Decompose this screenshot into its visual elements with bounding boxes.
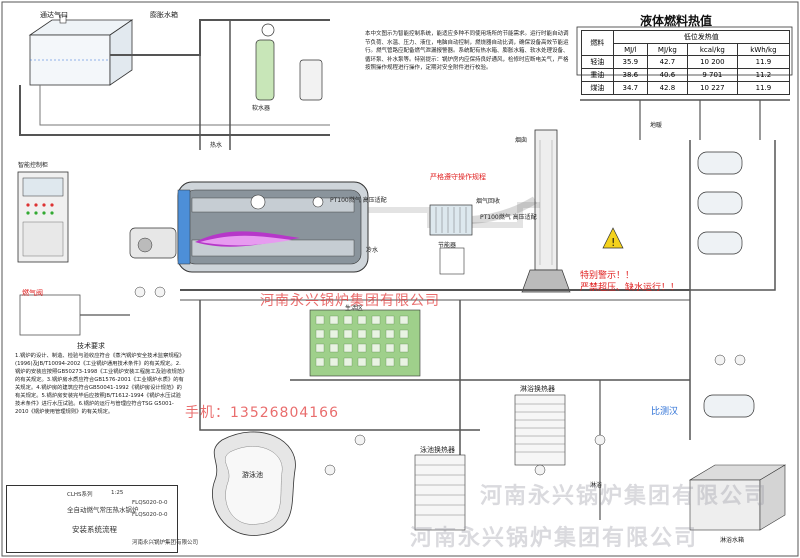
cold-water-label: 冷水: [366, 247, 379, 254]
table-cell: 10 200: [686, 55, 738, 69]
fuel-heat-table: 燃料 低位发热值 MJ/l MJ/kg kcal/kg kWh/kg 轻油 35…: [581, 30, 791, 95]
unit-header: kWh/kg: [736, 43, 791, 56]
water-tank-label: 淋浴水箱: [720, 537, 745, 544]
living-building: [309, 309, 421, 377]
gas-valve-station: [19, 294, 81, 336]
title-block: CLHS系列 1:25 FLQS020-0-0 FLQS020-0-0 全自动燃…: [6, 485, 198, 553]
system-notes: 本中文图示为智能控制系统，能适应多种不同使用场所的节能需求。运行时能自动调节负荷…: [365, 31, 569, 72]
table-row: 重油 38.6 40.6 9 701 11.2: [581, 68, 791, 82]
fuel-table-title: 液体燃料热值: [640, 14, 713, 28]
table-cell: 34.7: [612, 81, 648, 95]
table-cell: 9 701: [686, 68, 738, 82]
table-cell: 轻油: [581, 55, 614, 69]
company-watermark: 河南永兴锅炉集团有限公司: [260, 293, 440, 309]
warning-sign: !: [602, 227, 624, 249]
table-cell: 35.9: [612, 55, 648, 69]
warning-title: 特别警示！！: [580, 271, 635, 281]
title-code-1: FLQS020-0-0: [132, 500, 168, 506]
bath-label: 淋浴: [590, 482, 603, 489]
economizer: [429, 204, 473, 236]
bottom-watermark-1: 河南永兴锅炉集团有限公司: [480, 484, 769, 509]
gas-duct-label: 烟气回收: [476, 198, 501, 205]
table-cell: 40.6: [646, 68, 688, 82]
expansion-tank-label: 膨胀水箱: [150, 11, 178, 19]
hot-water-tanks: [697, 151, 755, 418]
heat-supply-label-2: PT100燃气 高压适配: [480, 214, 537, 221]
bath-heat-exchanger: [514, 394, 566, 466]
chimney-label: 烟囱: [515, 137, 528, 144]
requirements-text: 1.锅炉的设计、制造、检验与验收应符合《蒸汽锅炉安全技术监察规程》(1996)及…: [15, 353, 185, 415]
table-cell: 10 227: [686, 81, 738, 95]
strict-operation-label: 严格遵守操作规程: [430, 173, 486, 181]
boiler: [177, 181, 369, 273]
unit-header: MJ/l: [612, 43, 648, 56]
control-cabinet-label: 智能控制柜: [18, 162, 49, 169]
table-row: 煤油 34.7 42.8 10 227 11.9: [581, 81, 791, 95]
fuel-header-group: 低位发热值: [612, 30, 791, 44]
bath-exchanger-label: 淋浴换热器: [520, 385, 555, 393]
table-cell: 11.9: [736, 55, 791, 69]
table-row: 轻油 35.9 42.7 10 200 11.9: [581, 55, 791, 69]
floor-heating-label: 地暖: [650, 122, 663, 129]
title-series: CLHS系列: [67, 492, 93, 498]
compare-label: 比测汉: [651, 407, 679, 417]
gas-valve-label: 燃气阀: [22, 289, 43, 297]
requirements-title: 技术要求: [77, 342, 105, 350]
table-cell: 11.9: [736, 81, 791, 95]
table-cell: 38.6: [612, 68, 648, 82]
phone-watermark: 手机：13526804166: [185, 405, 339, 421]
pool-exchanger-label: 泳池换热器: [420, 446, 455, 454]
title-drawing-name: 安装系统流程: [72, 525, 117, 534]
burner: [129, 227, 177, 259]
pool-heat-exchanger: [414, 454, 466, 531]
warning-text: 严禁超压、缺水运行！！: [580, 283, 680, 293]
table-cell: 重油: [581, 68, 614, 82]
fuel-header: 燃料: [581, 30, 614, 56]
unit-header: kcal/kg: [686, 43, 738, 56]
title-scale: 1:25: [111, 490, 124, 496]
water-softener: [255, 23, 323, 101]
table-cell: 42.7: [646, 55, 688, 69]
table-cell: 11.2: [736, 68, 791, 82]
swimming-pool: [212, 431, 296, 536]
title-code-2: FLQS020-0-0: [132, 512, 168, 518]
svg-text:!: !: [611, 236, 615, 249]
title-project: 全自动燃气常压热水锅炉: [67, 506, 139, 514]
bottom-watermark-2: 河南永兴锅炉集团有限公司: [410, 526, 699, 551]
table-cell: 煤油: [581, 81, 614, 95]
control-cabinet: [17, 171, 69, 263]
title-company: 河南永兴锅炉集团有限公司: [132, 540, 199, 546]
heat-supply-label-1: PT100燃气 高压适配: [330, 197, 387, 204]
expansion-tank: [28, 14, 134, 86]
unit-header: MJ/kg: [646, 43, 688, 56]
water-treatment-label: 软水器: [252, 105, 271, 112]
vent-label: 通达气口: [40, 11, 68, 19]
living-area-label: 生活区: [345, 305, 364, 312]
energy-saver-label: 节能器: [438, 242, 457, 249]
hot-water-label: 热水: [210, 142, 223, 149]
bath-water-tank: [688, 464, 787, 531]
chimney: [521, 129, 571, 293]
swimming-pool-label: 游泳池: [242, 471, 263, 479]
table-cell: 42.8: [646, 81, 688, 95]
